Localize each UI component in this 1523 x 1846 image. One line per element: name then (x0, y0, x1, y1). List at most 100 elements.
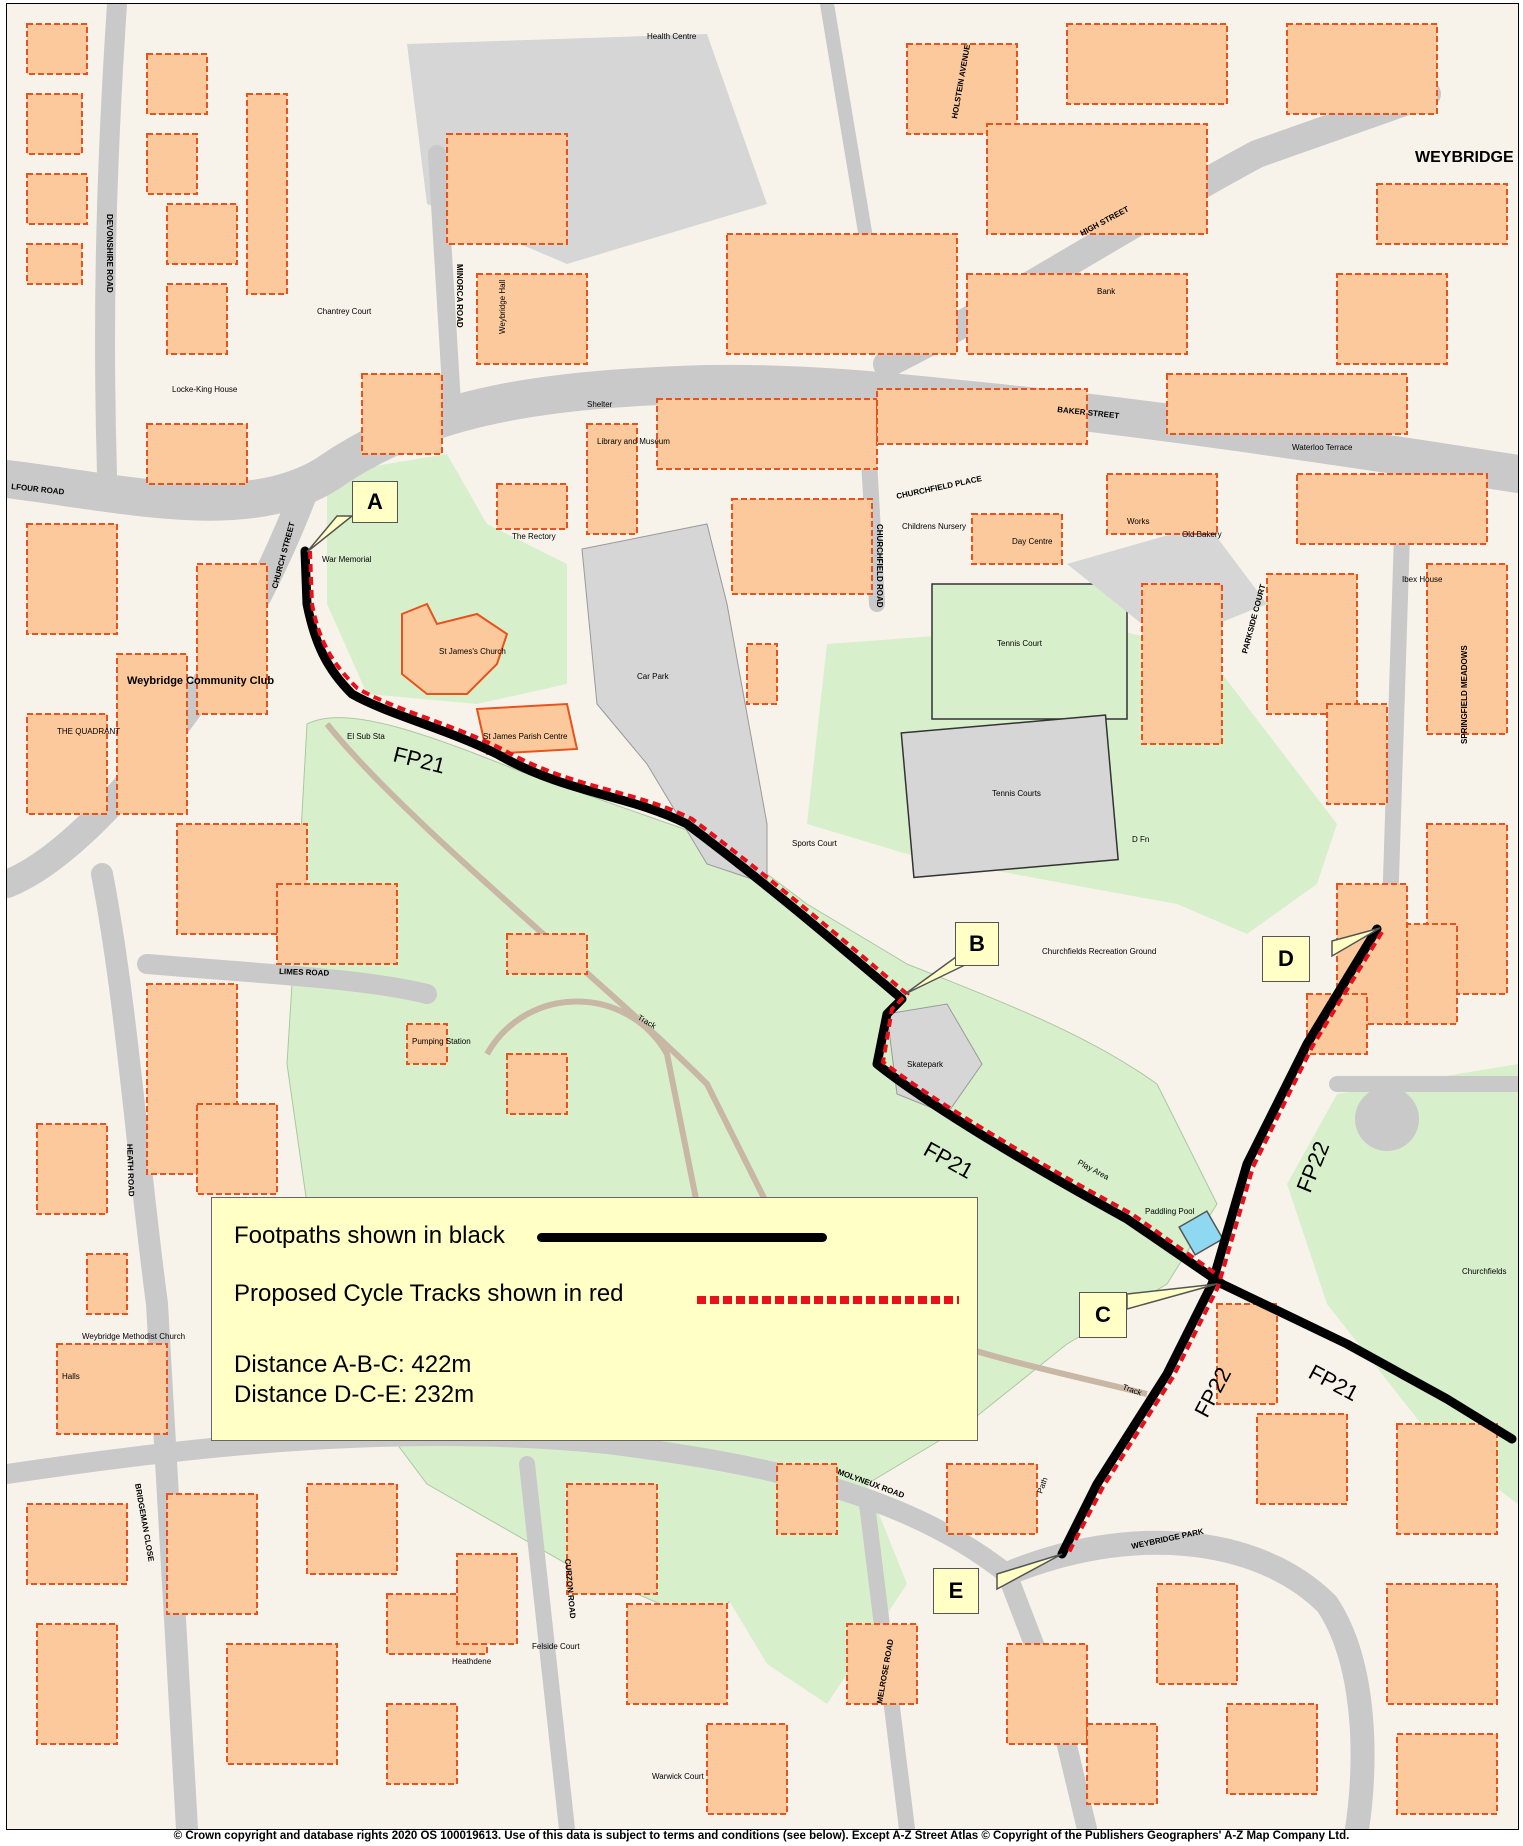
building (506, 1053, 568, 1115)
building (1141, 583, 1223, 745)
label-parish-centre: St James Parish Centre (483, 732, 568, 741)
label-el-sub-sta: El Sub Sta (347, 732, 385, 741)
building (1006, 1643, 1088, 1745)
legend-footpaths-row: Footpaths shown in black (234, 1222, 505, 1250)
building (146, 133, 198, 195)
callout-leaders (306, 515, 1381, 1591)
place-name-label: WEYBRIDGE (1415, 149, 1514, 166)
label-st-james-church: St James's Church (439, 647, 506, 656)
building (706, 1723, 788, 1815)
road-minorca (428, 145, 461, 413)
point-a-callout[interactable]: A (352, 481, 398, 523)
building (1086, 1723, 1158, 1805)
label-sports-court: Sports Court (792, 839, 838, 848)
building (1256, 1413, 1348, 1505)
paddling-pool-water (1178, 1210, 1224, 1256)
label-warwick-court: Warwick Court (652, 1772, 704, 1781)
label-heathdene: Heathdene (452, 1657, 492, 1666)
building (26, 523, 118, 635)
label-war-memorial: War Memorial (322, 555, 372, 564)
building (1066, 23, 1228, 105)
label-paddling-pool: Paddling Pool (1145, 1207, 1195, 1216)
building (146, 423, 248, 485)
building (56, 1343, 168, 1435)
label-locke-king-house: Locke-King House (172, 385, 238, 394)
building (986, 123, 1208, 235)
label-churchfields-right: Churchfields (1462, 1267, 1506, 1276)
label-old-bakery: Old Bakery (1182, 530, 1222, 539)
leader-e (996, 1553, 1063, 1591)
map-frame[interactable]: FP21 FP21 FP21 FP22 FP22 WEYBRIDGE St Ja… (6, 3, 1519, 1830)
street-springfield: SPRINGFIELD MEADOWS (1460, 645, 1469, 744)
footpath-fp21-north (300, 546, 1227, 1289)
footpath-fp21-east (1217, 1279, 1517, 1444)
map-canvas[interactable]: FP21 FP21 FP21 FP22 FP22 WEYBRIDGE St Ja… (7, 4, 1518, 1829)
label-methodist-church: Weybridge Methodist Church (82, 1332, 185, 1341)
street-heath: HEATH ROAD (125, 1144, 136, 1197)
leader-c (1126, 1283, 1218, 1310)
building (406, 1023, 448, 1065)
building (506, 933, 588, 975)
label-pumping-station: Pumping Station (412, 1037, 471, 1046)
label-tennis-court: Tennis Court (997, 639, 1043, 648)
label-health-centre: Health Centre (647, 32, 697, 41)
legend-distance-abc: Distance A-B-C: 422m (234, 1351, 472, 1378)
building (196, 563, 268, 715)
building (726, 233, 958, 355)
building (776, 1463, 838, 1535)
street-minorca: MINORCA ROAD (455, 264, 464, 328)
turning-circle (1355, 1087, 1419, 1151)
building (36, 1123, 108, 1215)
building (276, 883, 398, 965)
leader-a (306, 515, 355, 553)
label-childrens-nursery: Childrens Nursery (902, 522, 966, 531)
building (906, 43, 1018, 135)
building (26, 243, 83, 285)
building (966, 273, 1188, 355)
building (226, 1643, 338, 1765)
label-the-rectory: The Rectory (512, 532, 556, 541)
building (1266, 573, 1358, 715)
building (1396, 1423, 1498, 1535)
buildings (26, 23, 1508, 1815)
building (656, 398, 878, 470)
road-curzon (519, 1456, 575, 1829)
label-weybridge-hall: Weybridge Hall (498, 280, 507, 334)
building (731, 498, 873, 595)
track-middle (484, 998, 700, 1205)
building (566, 1483, 658, 1595)
building (1216, 1303, 1278, 1405)
building (1166, 373, 1408, 435)
label-shelter: Shelter (587, 400, 613, 409)
building (1396, 1733, 1498, 1815)
building (306, 1483, 398, 1575)
building (746, 643, 778, 705)
label-ibex-house: Ibex House (1402, 575, 1443, 584)
label-chantrey-court: Chantrey Court (317, 307, 372, 316)
building (1296, 473, 1488, 545)
legend-cycle-swatch (697, 1296, 959, 1304)
label-skatepark: Skatepark (907, 1060, 944, 1069)
label-halls: Halls (62, 1372, 80, 1381)
road-weybridge-park (995, 1530, 1375, 1829)
point-b-callout[interactable]: B (955, 922, 999, 966)
building (446, 133, 568, 245)
park-east (1287, 1064, 1518, 1504)
point-c-callout[interactable]: C (1079, 1292, 1127, 1338)
st-james-church-building (401, 602, 509, 695)
legend-cycle-text: Proposed Cycle Tracks shown in red (234, 1280, 624, 1307)
tennis-courts-area (900, 714, 1119, 879)
building (386, 1703, 458, 1785)
building (456, 1553, 518, 1645)
building (26, 23, 88, 75)
building (26, 1503, 128, 1585)
point-d-callout[interactable]: D (1262, 936, 1310, 982)
legend-box: Footpaths shown in black Proposed Cycle … (211, 1197, 978, 1441)
cycle-track-d-c-e (1066, 930, 1384, 1555)
building (116, 653, 188, 815)
building (496, 483, 568, 530)
point-e-callout[interactable]: E (933, 1568, 979, 1614)
legend-footpath-swatch (537, 1233, 827, 1242)
map-labels: St James's Church St James Parish Centre… (57, 32, 1506, 1781)
building (1426, 563, 1508, 735)
